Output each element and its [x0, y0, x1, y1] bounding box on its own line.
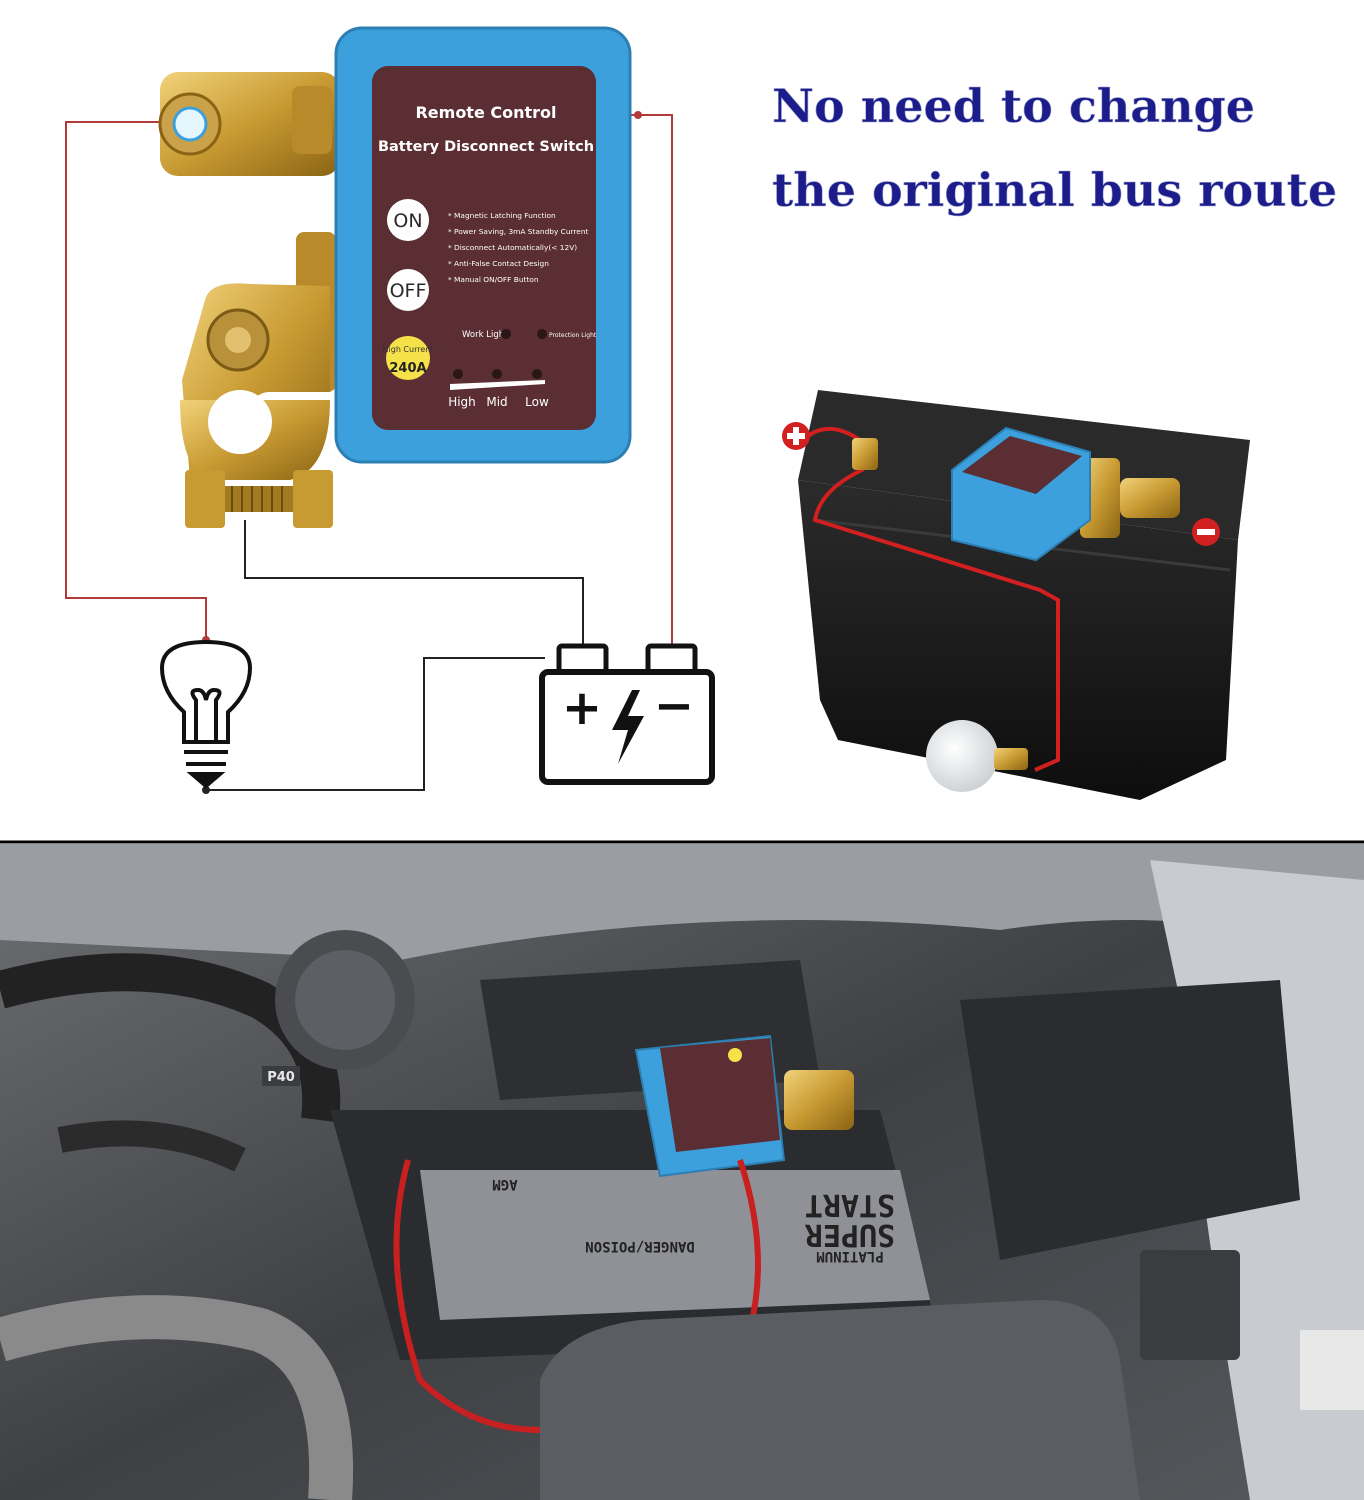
level-wedge [450, 380, 545, 390]
reservoir-label: P40 [267, 1070, 295, 1085]
switch-title-line1: Remote Control [415, 103, 556, 122]
lightning-bolt-icon [612, 690, 644, 764]
bulb-illustration [926, 720, 998, 792]
mini-switch-faceplate [962, 436, 1082, 494]
switch-faceplate [372, 66, 596, 430]
hose [0, 1295, 354, 1500]
battery-plus-sign: + [562, 680, 602, 736]
level-indicator-high [453, 369, 463, 379]
positive-wire-right [628, 114, 673, 646]
hose [57, 1120, 246, 1172]
hose [0, 953, 341, 1123]
battery-brand-line2: START [805, 1187, 895, 1222]
headline-line2: the original bus route [772, 163, 1337, 217]
battery-type: AGM [492, 1176, 517, 1192]
protection-light-label: Protection Light [549, 332, 597, 339]
feature-item: * Disconnect Automatically(< 12V) [448, 243, 577, 252]
work-light-indicator [501, 329, 511, 339]
clamp-jaw-left [185, 470, 225, 528]
negative-wire [244, 520, 584, 646]
work-light-label: Work Light [462, 330, 508, 340]
battery-terminal-clamp [158, 72, 340, 528]
on-button [387, 199, 429, 241]
positive-wire-left [65, 121, 207, 640]
battery-series: PLATINUM [816, 1248, 883, 1264]
reservoir-label-plate [262, 1066, 300, 1086]
wiring-diagram [65, 111, 673, 794]
battery-positive-post [852, 438, 878, 470]
battery-label-area [420, 1170, 930, 1320]
engine-bay-photo: P40 SUPER START PLATINUM AGM DANGER/POIS… [0, 844, 1364, 1500]
installed-switch-faceplate [660, 1038, 780, 1152]
feature-item: * Anti-False Contact Design [448, 259, 549, 268]
feature-item: * Magnetic Latching Function [448, 211, 556, 220]
clamp-jaw-right [293, 470, 333, 528]
installed-switch-badge [728, 1048, 742, 1062]
level-label-low: Low [525, 395, 549, 409]
feature-item: * Power Saving, 3mA Standby Current [448, 227, 589, 236]
level-indicator-low [532, 369, 542, 379]
engine-cover [540, 1300, 1140, 1500]
wire-node [634, 111, 642, 119]
reservoir-cap-top [295, 950, 395, 1050]
positive-badge-v [793, 427, 799, 445]
terminal-nut-center [225, 327, 251, 353]
negative-badge-h [1197, 529, 1215, 535]
battery-brand-line1: SUPER [804, 1217, 895, 1252]
sticker [1300, 1330, 1364, 1410]
light-bulb-icon [159, 639, 253, 789]
wire-node [202, 786, 210, 794]
current-rating-badge [386, 336, 430, 380]
disconnect-switch: Remote Control Battery Disconnect Switch… [334, 26, 632, 464]
battery-negative-clamp [1120, 478, 1180, 518]
clamp-screw-threads [231, 486, 283, 512]
battery-red-wire [806, 427, 1060, 772]
on-button-label: ON [393, 210, 422, 232]
high-current-label: High Current [383, 345, 434, 354]
terminal-bolt-top [292, 86, 332, 154]
terminal-clamp-hole [208, 390, 272, 454]
off-button [387, 269, 429, 311]
level-label-mid: Mid [486, 395, 507, 409]
battery-minus-sign: − [654, 678, 694, 734]
return-wire [206, 657, 545, 791]
battery-terminal-positive [556, 643, 609, 675]
current-rating-label: 240A [389, 361, 426, 376]
level-indicator-mid [492, 369, 502, 379]
battery-case [798, 480, 1238, 800]
switch-title-line2: Battery Disconnect Switch [378, 139, 594, 155]
relay-box [1140, 1250, 1240, 1360]
battery-warning: DANGER/POISON [585, 1238, 695, 1254]
battery-terminal-negative [645, 643, 698, 675]
bulb-base [994, 748, 1028, 770]
protection-light-indicator [537, 329, 547, 339]
air-filter-box [960, 980, 1300, 1260]
installed-terminal-clamp [784, 1070, 854, 1130]
off-button-label: OFF [390, 280, 427, 302]
headline-line1: No need to change [772, 79, 1255, 133]
battery-icon: + − [539, 643, 715, 785]
battery-illustration [782, 390, 1250, 800]
power-indicator-icon [172, 106, 208, 142]
level-label-high: High [448, 395, 476, 409]
feature-item: * Manual ON/OFF Button [448, 275, 539, 284]
